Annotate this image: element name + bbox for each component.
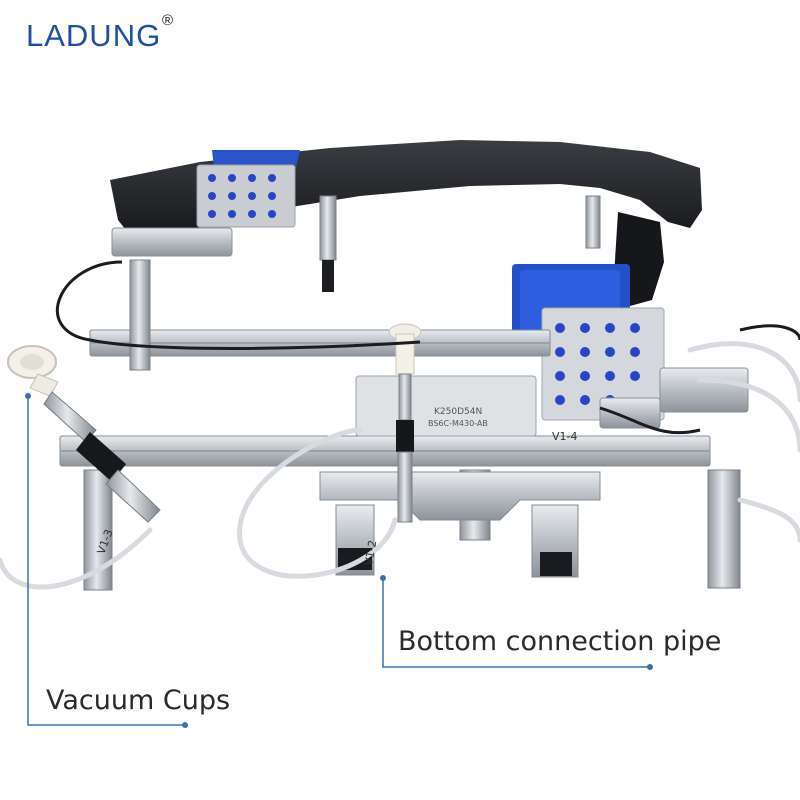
tube-tag-center: V1-2 [362,539,379,566]
callout-line-pipe [380,575,653,670]
transparent-tubing [0,341,800,590]
center-vacuum-cup [388,323,422,523]
tube-tag-right: V1-4 [552,430,578,443]
vacuum-pad-holes-upper [208,174,276,218]
aluminium-rail-back [89,329,551,357]
left-vacuum-cup [7,345,161,523]
plate-label-line2: BS6C-M430-AB [428,419,488,428]
brand-logo: LADUNG ® [26,12,173,54]
callout-label-bottom-pipe: Bottom connection pipe [398,626,722,657]
black-hoses [55,260,800,435]
aluminium-rail-front [59,435,711,467]
registered-mark: ® [162,12,175,29]
clamp-blocks [111,227,749,429]
plate-label-line1: K250D54N [434,407,482,417]
callout-line-cups [25,393,188,728]
logo-text: LADUNG [26,18,162,53]
pneumatic-fittings [319,195,601,292]
callout-label-vacuum-cups: Vacuum Cups [46,685,231,716]
